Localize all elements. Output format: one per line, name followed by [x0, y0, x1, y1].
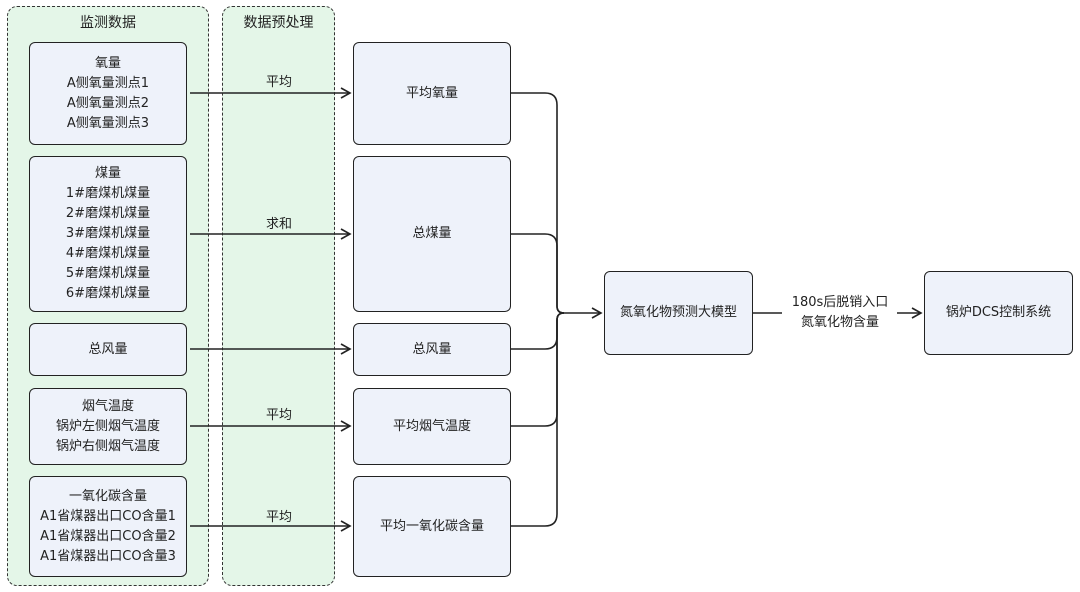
- merge-coal: [511, 233, 565, 314]
- feature-box-avg-co: 平均一氧化碳含量: [353, 476, 511, 577]
- model-box: 氮氧化物预测大模型: [604, 271, 753, 355]
- dcs-box: 锅炉DCS控制系统: [924, 271, 1073, 355]
- preprocessing-panel: 数据预处理: [222, 6, 335, 586]
- feature-box-avg-flue-temp: 平均烟气温度: [353, 388, 511, 465]
- input-line: A侧氧量测点1: [66, 75, 150, 91]
- feature-label: 总煤量: [412, 226, 452, 241]
- merge-air: [511, 312, 565, 350]
- feature-label: 平均烟气温度: [392, 418, 471, 434]
- feature-label: 总风量: [412, 341, 452, 357]
- output-label-line: 180s后脱销入口: [791, 295, 889, 310]
- output-label: 180s后脱销入口 氮氧化物含量: [765, 293, 915, 333]
- input-line: 6#磨煤机煤量: [65, 286, 151, 301]
- input-box-coal: 煤量 1#磨煤机煤量 2#磨煤机煤量 3#磨煤机煤量 4#磨煤机煤量 5#磨煤机…: [29, 156, 187, 312]
- input-line: A侧氧量测点3: [66, 115, 150, 131]
- merge-flue: [511, 312, 565, 427]
- monitoring-data-title: 监测数据: [80, 15, 136, 31]
- input-line: 4#磨煤机煤量: [65, 246, 151, 261]
- input-line: 氧量: [94, 55, 121, 71]
- output-label-line: 氮氧化物含量: [800, 315, 879, 330]
- input-line: 煤量: [94, 166, 121, 181]
- input-line: 3#磨煤机煤量: [65, 226, 151, 241]
- input-box-flue-temp: 烟气温度 锅炉左侧烟气温度 锅炉右侧烟气温度: [29, 388, 187, 465]
- dcs-label: 锅炉DCS控制系统: [945, 305, 1052, 320]
- op-label-coal: 求和: [265, 217, 292, 232]
- input-box-air: 总风量: [29, 323, 187, 376]
- input-line: 总风量: [88, 341, 128, 357]
- input-box-co: 一氧化碳含量 A1省煤器出口CO含量1 A1省煤器出口CO含量2 A1省煤器出口…: [29, 476, 187, 577]
- preprocessing-title: 数据预处理: [243, 15, 314, 31]
- merge-co: [511, 312, 565, 527]
- input-line: A1省煤器出口CO含量2: [40, 528, 176, 544]
- feature-box-avg-oxygen: 平均氧量: [353, 42, 511, 145]
- op-label-oxygen: 平均: [265, 75, 292, 90]
- op-label-flue-temp: 平均: [265, 408, 292, 423]
- merge-oxygen: [511, 92, 565, 314]
- feature-label: 平均一氧化碳含量: [379, 518, 484, 534]
- feature-box-total-coal: 总煤量: [353, 156, 511, 312]
- op-label-co: 平均: [265, 510, 292, 525]
- input-line: 1#磨煤机煤量: [65, 186, 151, 201]
- input-box-oxygen: 氧量 A侧氧量测点1 A侧氧量测点2 A侧氧量测点3: [29, 42, 187, 145]
- input-line: A1省煤器出口CO含量1: [40, 508, 176, 524]
- input-line: 锅炉左侧烟气温度: [55, 418, 160, 434]
- feature-box-total-air: 总风量: [353, 323, 511, 376]
- input-line: 2#磨煤机煤量: [65, 206, 151, 221]
- input-line: 烟气温度: [81, 398, 134, 414]
- input-line: A侧氧量测点2: [66, 95, 150, 111]
- input-line: 锅炉右侧烟气温度: [55, 438, 160, 454]
- model-label: 氮氧化物预测大模型: [619, 305, 737, 320]
- feature-label: 平均氧量: [405, 85, 458, 101]
- input-line: 5#磨煤机煤量: [65, 266, 151, 281]
- input-line: 一氧化碳含量: [68, 488, 147, 504]
- input-line: A1省煤器出口CO含量3: [40, 548, 176, 564]
